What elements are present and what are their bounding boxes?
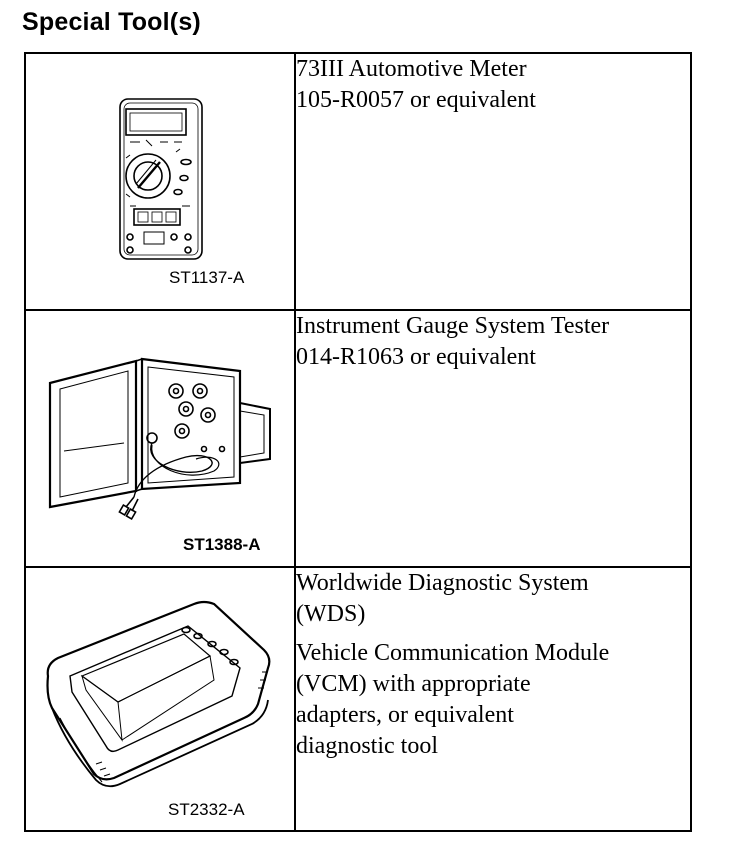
- table-row: ST1388-A Instrument Gauge System Tester …: [24, 309, 692, 568]
- description-line: adapters, or equivalent: [296, 702, 514, 728]
- description-line: 014-R1063 or equivalent: [296, 344, 536, 370]
- description-line: Vehicle Communication Module: [296, 640, 610, 666]
- tool-image-cell: ST1137-A: [24, 52, 296, 311]
- tool-description-cell: Instrument Gauge System Tester 014-R1063…: [294, 309, 692, 568]
- description-line: Instrument Gauge System Tester: [296, 313, 610, 339]
- tool-image-cell: ST1388-A: [24, 309, 296, 568]
- diagnostic-system-illustration: [46, 600, 271, 788]
- description-line: 73III Automotive Meter: [296, 56, 527, 82]
- tool-description-cell: 73III Automotive Meter 105-R0057 or equi…: [294, 52, 692, 311]
- description-line: 105-R0057 or equivalent: [296, 87, 536, 113]
- tool-description: Instrument Gauge System Tester 014-R1063…: [296, 311, 690, 373]
- tool-description-cell: Worldwide Diagnostic System (WDS) Vehicl…: [294, 566, 692, 832]
- figure-id: ST2332-A: [168, 800, 245, 819]
- automotive-meter-illustration: [119, 98, 203, 260]
- tool-description: Vehicle Communication Module (VCM) with …: [296, 638, 690, 762]
- tool-image-cell: ST2332-A: [24, 566, 296, 832]
- figure-id: ST1137-A: [169, 268, 245, 287]
- tool-description: Worldwide Diagnostic System (WDS): [296, 568, 690, 630]
- table-row: ST1137-A 73III Automotive Meter 105-R005…: [24, 52, 692, 311]
- page-title: Special Tool(s): [22, 8, 201, 36]
- tool-description: 73III Automotive Meter 105-R0057 or equi…: [296, 54, 690, 116]
- gauge-tester-illustration: [48, 357, 271, 521]
- figure-id: ST1388-A: [183, 535, 261, 554]
- description-line: (VCM) with appropriate: [296, 671, 531, 697]
- special-tools-table: ST1137-A 73III Automotive Meter 105-R005…: [24, 52, 692, 832]
- description-line: diagnostic tool: [296, 733, 438, 759]
- description-line: (WDS): [296, 601, 366, 627]
- description-line: Worldwide Diagnostic System: [296, 570, 589, 596]
- table-row: ST2332-A Worldwide Diagnostic System (WD…: [24, 566, 692, 832]
